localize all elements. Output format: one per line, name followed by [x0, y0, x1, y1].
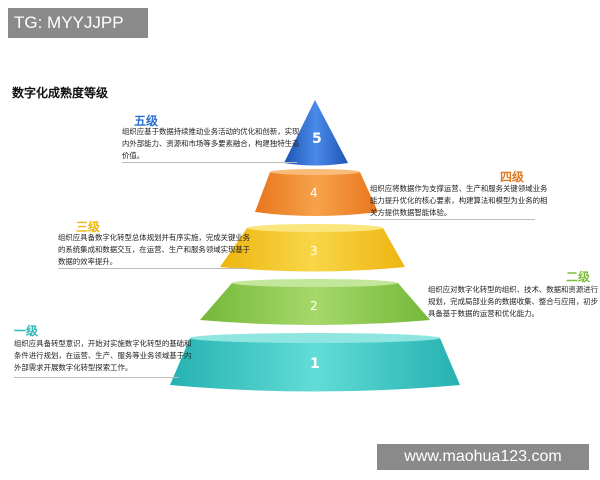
layer-5-number: 5: [312, 131, 322, 147]
layer-4: [255, 169, 378, 216]
divider: [122, 162, 297, 163]
level-4-name: 四级: [500, 170, 525, 184]
level-5-desc: 组织应基于数据持续推动业务活动的优化和创新，实现内外部能力、资源和市场等多要素融…: [122, 127, 300, 160]
layer-1-number: 1: [310, 356, 320, 372]
layer-2: [200, 279, 430, 325]
level-3-desc: 组织应具备数字化转型总体规划并有序实施，完成关键业务的系统集成和数据交互，在运营…: [58, 233, 251, 266]
level-3-name: 三级: [76, 220, 101, 234]
layer-3: [220, 224, 405, 272]
layer-3-number: 3: [310, 244, 318, 258]
watermark-top: TG: MYYJJPP: [8, 8, 148, 38]
layer-5: [284, 100, 348, 166]
divider: [14, 377, 179, 378]
level-1-desc: 组织应具备转型意识，开始对实施数字化转型的基础和条件进行规划，在运营、生产、服务…: [14, 339, 192, 372]
page-title: 数字化成熟度等级: [12, 86, 109, 100]
level-2-name: 二级: [566, 270, 591, 284]
level-5-name: 五级: [134, 114, 159, 128]
layer-4-number: 4: [310, 186, 318, 200]
divider: [58, 268, 248, 269]
layer-2-number: 2: [310, 299, 318, 313]
layer-1: [170, 333, 460, 392]
level-1-name: 一级: [14, 324, 39, 338]
watermark-bottom: www.maohua123.com: [377, 444, 589, 470]
level-2-desc: 组织应对数字化转型的组织、技术、数据和资源进行规划，完成局部业务的数据收集、整合…: [428, 285, 598, 318]
divider: [370, 219, 535, 220]
level-4-desc: 组织应将数据作为支撑运营、生产和服务关键领域业务能力提升优化的核心要素，构建算法…: [370, 184, 548, 217]
